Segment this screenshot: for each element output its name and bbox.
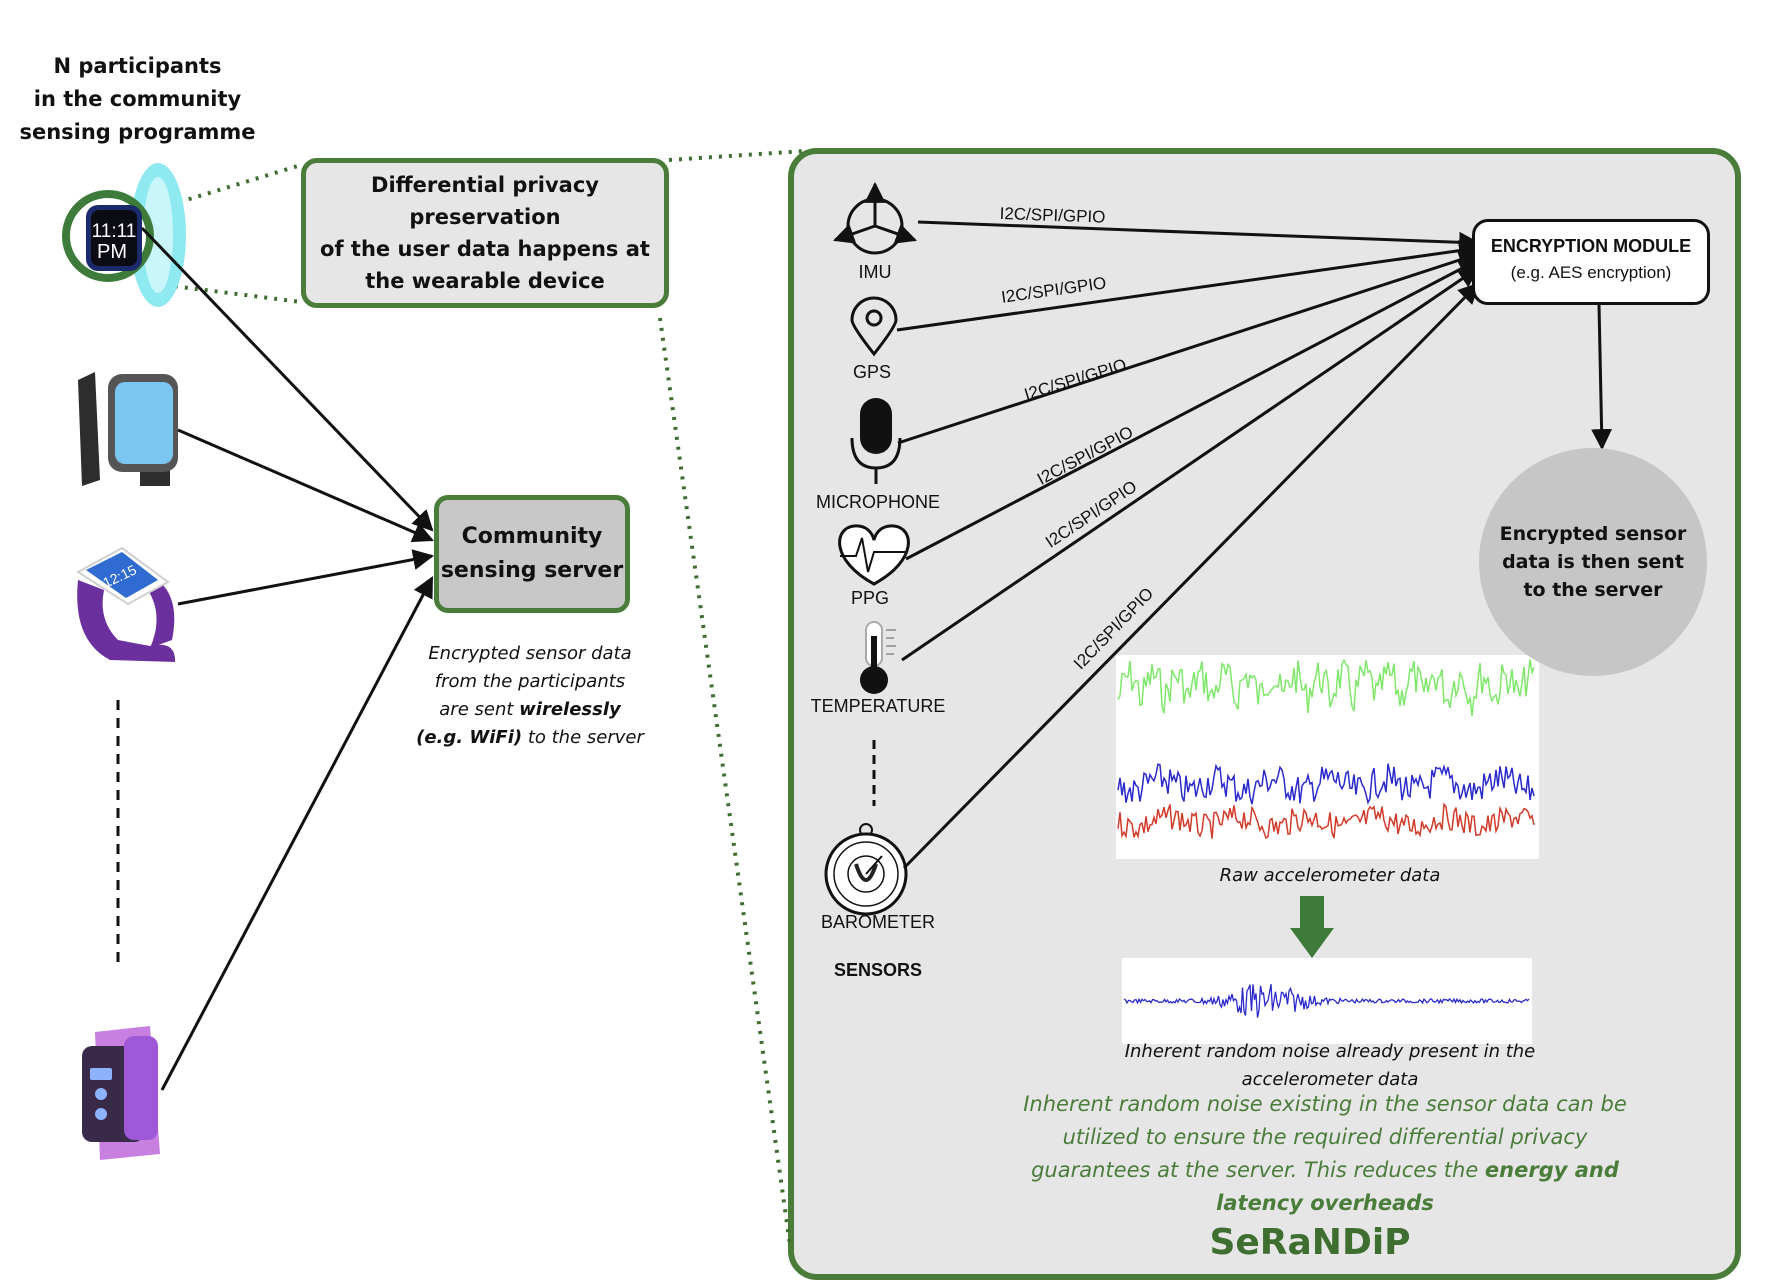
community-server-label: Community sensing server	[440, 524, 624, 583]
smartwatch-black-icon	[78, 372, 178, 486]
thermometer-icon	[860, 621, 896, 694]
imu-icon	[833, 181, 917, 255]
server-caption: Encrypted sensor data from the participa…	[410, 640, 650, 752]
watch-ampm: PM	[97, 241, 127, 263]
encryption-module-box: ENCRYPTION MODULE (e.g. AES encryption)	[1472, 219, 1710, 305]
sensor-label-barometer: BAROMETER	[820, 912, 935, 932]
noise-trace	[1123, 983, 1530, 1018]
encryption-output-arrow	[1591, 304, 1613, 451]
server-caption-line3b: wirelessly	[519, 699, 621, 720]
serandip-brand: SeRaNDiP	[1209, 1222, 1411, 1263]
sensor-label-microphone: MICROPHONE	[815, 492, 940, 512]
microphone-icon	[850, 398, 902, 484]
participants-title: N participants in the community sensing …	[19, 54, 256, 144]
fitness-band-icon: 11:11 PM	[62, 163, 186, 307]
server-caption-line4a: (e.g. WiFi)	[416, 727, 523, 748]
privacy-box-text: Differential privacy preservation of the…	[320, 173, 650, 293]
gps-pin-icon	[850, 296, 898, 357]
sensor-bus-arrows	[896, 220, 1481, 870]
raw-accelerometer-plot	[1116, 655, 1539, 859]
privacy-box: Differential privacy preservation of the…	[301, 158, 669, 308]
noise-caption: Inherent random noise already present in…	[1124, 1041, 1536, 1090]
zoom-connectors	[159, 149, 806, 1246]
sensor-label-temperature: TEMPERATURE	[810, 696, 946, 716]
encryption-module-title: ENCRYPTION MODULE	[1490, 236, 1692, 256]
bus-label-imu: I2C/SPI/GPIO	[999, 204, 1106, 227]
barometer-icon	[824, 823, 908, 916]
encrypted-data-circle: Encrypted sensor data is then sent to th…	[1479, 448, 1707, 676]
server-caption-line4b: to the server	[522, 727, 644, 748]
raw-accelerometer-caption: Raw accelerometer data	[1219, 865, 1441, 886]
smartwatch-purple-icon: 12:15	[76, 546, 176, 662]
accel-blue-trace	[1117, 763, 1535, 805]
heart-pulse-icon	[838, 524, 910, 586]
accel-red-trace	[1117, 802, 1535, 840]
participant-arrows	[140, 226, 435, 1091]
sensors-heading: SENSORS	[833, 960, 923, 980]
server-caption-line1: Encrypted sensor data	[428, 643, 632, 664]
green-note-text: Inherent random noise existing in the se…	[1023, 1092, 1627, 1182]
community-server-box: Community sensing server	[434, 495, 630, 613]
green-note: Inherent random noise existing in the se…	[1000, 1088, 1650, 1220]
encryption-module-subtitle: (e.g. AES encryption)	[1510, 263, 1672, 282]
noise-plot	[1122, 958, 1532, 1044]
encrypted-data-note: Encrypted sensor data is then sent to th…	[1499, 523, 1687, 601]
sensor-label-imu: IMU	[858, 262, 892, 282]
server-caption-line3a: are sent	[439, 699, 520, 720]
green-down-arrow	[1290, 896, 1334, 958]
watch-hour: 11:11	[92, 221, 137, 242]
accel-green-trace	[1117, 658, 1535, 716]
server-caption-line2: from the participants	[434, 671, 626, 692]
green-note-bold: energy and latency overheads	[1216, 1158, 1619, 1215]
sensor-label-gps: GPS	[852, 362, 891, 382]
sensor-label-ppg: PPG	[850, 588, 889, 608]
fitness-band-purple-icon	[82, 1026, 160, 1160]
